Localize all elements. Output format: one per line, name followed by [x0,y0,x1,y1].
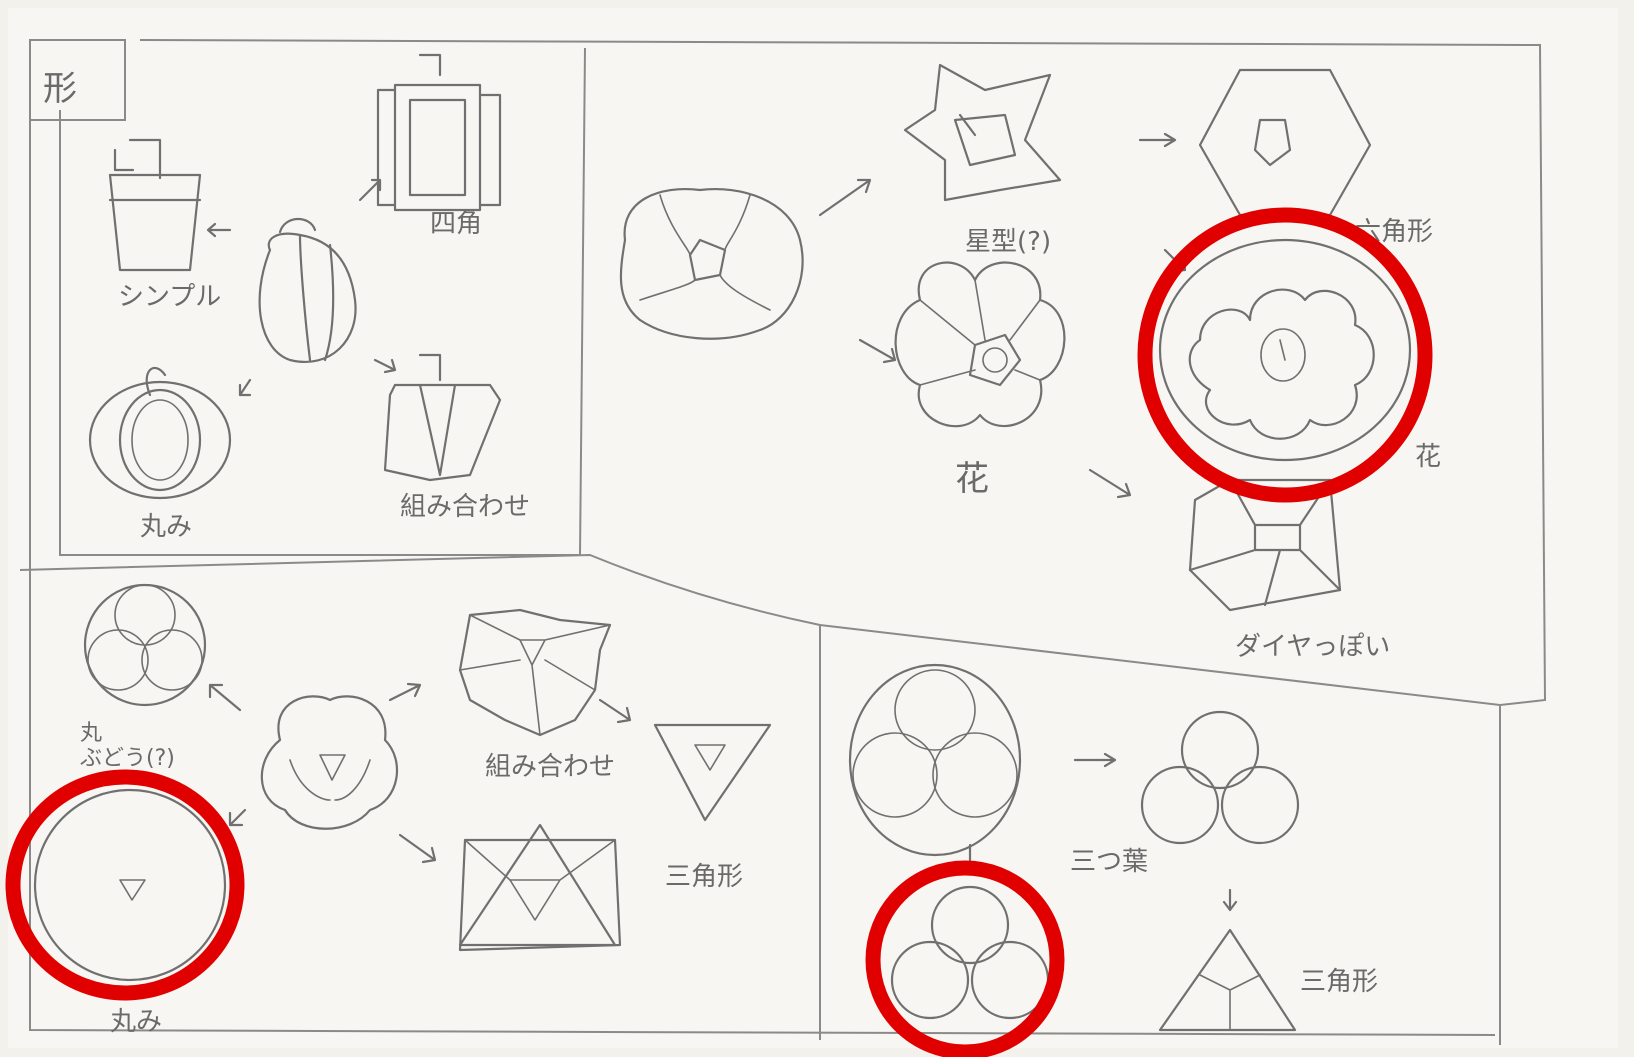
page-title: 形 [43,69,77,109]
label-diamond-like: ダイヤっぽい [1235,632,1390,662]
label-round-grape-1: 丸 [80,721,102,746]
label-four-sided: 四角 [430,209,482,239]
label-flower: 花 [955,459,989,499]
label-triangle-1: 三角形 [665,862,743,892]
label-trefoil: 三つ葉 [1070,847,1148,877]
label-round-flower-partial: 花 [1415,442,1441,472]
label-combination-1: 組み合わせ [400,492,530,522]
label-star: 星型(?) [965,227,1051,257]
label-combination-2: 組み合わせ [485,752,615,782]
label-triangle-2: 三角形 [1300,967,1378,997]
label-simple: シンプル [118,282,221,312]
label-round: 丸み [140,512,192,542]
label-round-grape-2: ぶどう(?) [80,746,175,771]
paper-sheet [8,8,1618,1048]
label-round-triangle-partial: 丸み [110,1007,162,1037]
